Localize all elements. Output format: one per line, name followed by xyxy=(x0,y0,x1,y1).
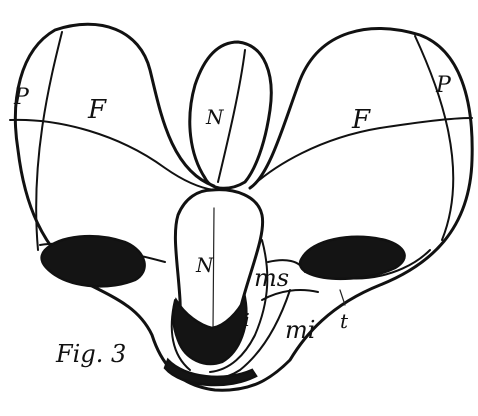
upper-nasal-bone xyxy=(190,42,271,188)
frontal-transverse-suture xyxy=(10,120,214,190)
suture-right-parietal xyxy=(415,36,453,240)
label-nasal-lower: N xyxy=(195,253,215,277)
label-frontal-left: F xyxy=(87,95,107,125)
label-nasal-upper: N xyxy=(205,105,225,129)
label-mi: mi xyxy=(285,316,315,344)
left-orbit xyxy=(42,236,145,286)
figure-caption: Fig. 3 xyxy=(55,340,126,368)
label-frontal-right: F xyxy=(351,105,371,135)
suture-t xyxy=(340,290,345,305)
label-i: i xyxy=(244,310,250,331)
label-parietal-left: P xyxy=(13,85,30,110)
label-ms: ms xyxy=(254,264,289,292)
label-parietal-right: P xyxy=(435,73,452,98)
nasal-aperture xyxy=(173,298,246,364)
suture-left-parietal xyxy=(36,32,62,250)
right-orbit xyxy=(300,237,405,279)
label-t: t xyxy=(340,309,349,333)
